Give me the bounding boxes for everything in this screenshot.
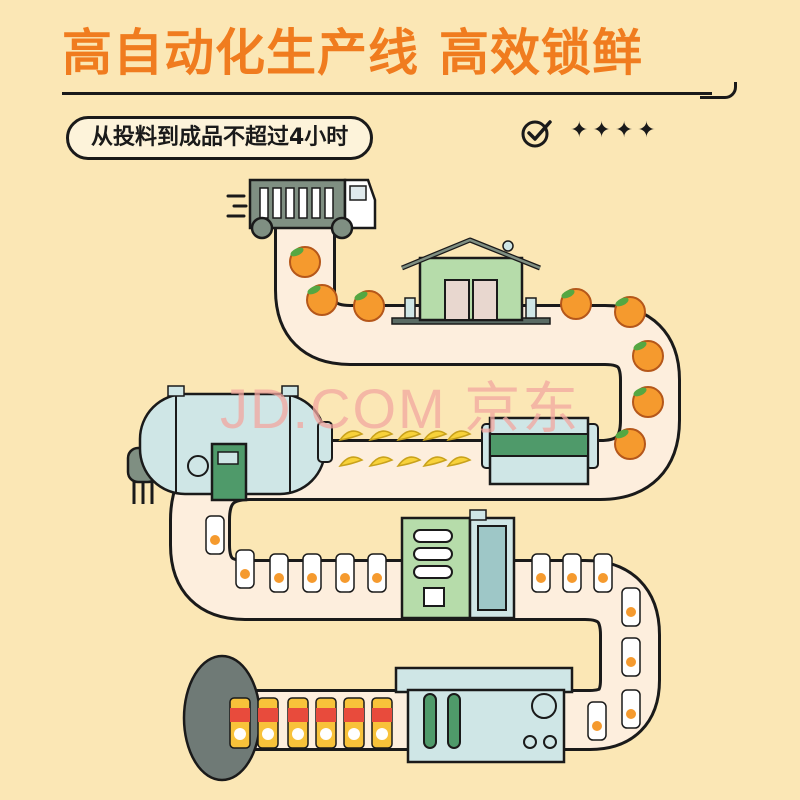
labeling-machine	[394, 666, 574, 764]
headline: 高自动化生产线高效锁鲜	[62, 18, 643, 88]
headline-part-1: 高自动化生产线	[62, 24, 419, 82]
jar-icon	[621, 587, 641, 627]
headline-part-2: 高效锁鲜	[439, 24, 643, 82]
orange-icon	[289, 246, 321, 278]
headline-underline	[62, 92, 712, 95]
jar-icon	[367, 553, 387, 593]
orange-icon	[306, 284, 338, 316]
underline-hook	[700, 82, 737, 99]
jar-icon	[621, 689, 641, 729]
jar-icon	[621, 637, 641, 677]
orange-icon	[632, 340, 664, 372]
sorting-warehouse	[391, 237, 551, 325]
jar-icon	[531, 553, 551, 593]
watermark: JD.COM 京东	[220, 377, 581, 440]
orange-icon	[614, 428, 646, 460]
product-bottle-icon	[287, 697, 309, 749]
sterilization-tank	[126, 385, 333, 504]
jar-icon	[562, 553, 582, 593]
product-bottle-icon	[257, 697, 279, 749]
oranges	[289, 246, 664, 460]
orange-icon	[632, 386, 664, 418]
product-bottle-icon	[343, 697, 365, 749]
jar-icon	[205, 515, 225, 555]
jar-icon	[235, 549, 255, 589]
rating-stars: ✦✦✦✦	[570, 118, 660, 143]
orange-icon	[353, 290, 385, 322]
fruit-slices	[338, 430, 472, 468]
product-bottle-icon	[229, 697, 251, 749]
jar-icon	[587, 701, 607, 741]
peeling-machine	[481, 416, 599, 486]
product-bottle-icon	[315, 697, 337, 749]
check-circle-icon	[521, 120, 552, 148]
finished-products	[229, 697, 393, 749]
product-bottle-icon	[371, 697, 393, 749]
jar-icon	[593, 553, 613, 593]
jar-icon	[269, 553, 289, 593]
jar-icon	[302, 553, 322, 593]
delivery-truck	[226, 178, 377, 240]
jar-icon	[335, 553, 355, 593]
subtitle-pill: 从投料到成品不超过4小时	[66, 116, 374, 160]
orange-icon	[614, 296, 646, 328]
filled-jars-row	[205, 515, 641, 741]
orange-icon	[560, 288, 592, 320]
filling-machine	[400, 509, 516, 620]
